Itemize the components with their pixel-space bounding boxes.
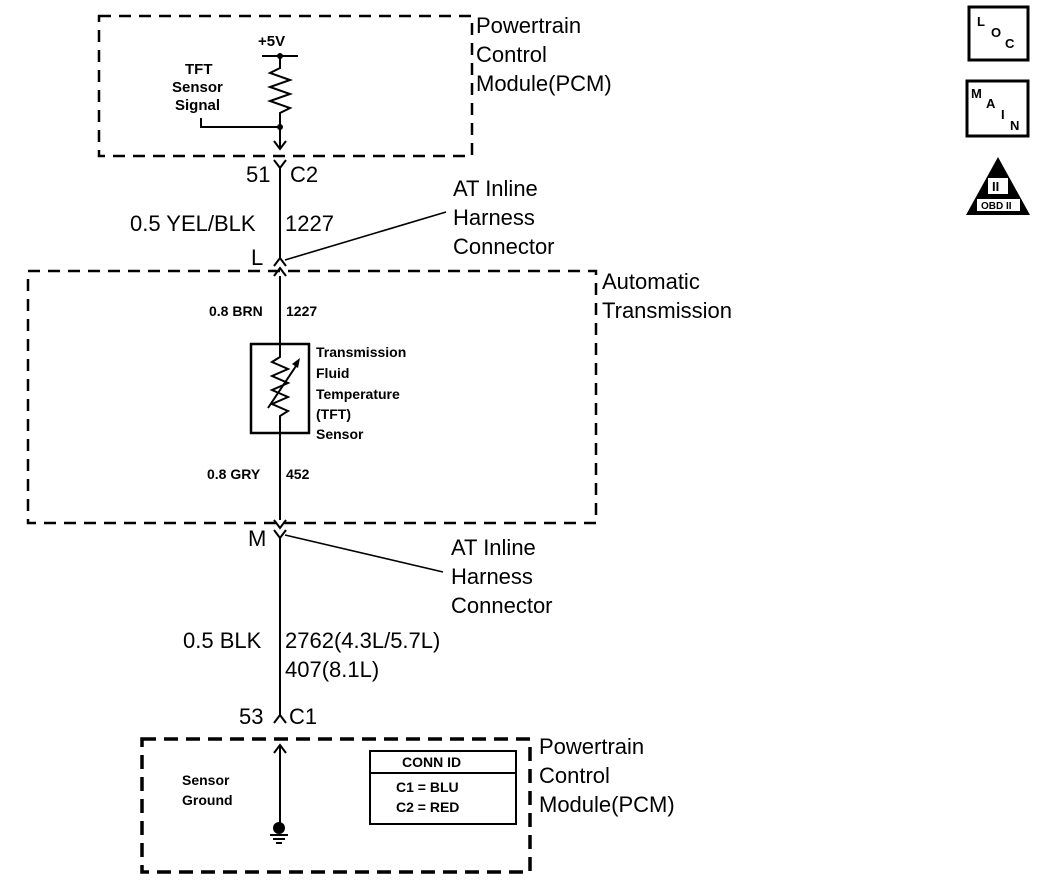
wire-top-circuit-label: 1227 xyxy=(285,211,334,236)
pcm-bottom-name-line3: Module(PCM) xyxy=(539,792,675,817)
c1-pin-number: 53 xyxy=(239,704,263,729)
conn-id-header: CONN ID xyxy=(402,754,461,770)
inline-connector-lower: M AT Inline Harness Connector xyxy=(248,519,553,618)
inline-upper-pin: L xyxy=(251,245,263,270)
wire-bottom-circuit-line1: 2762(4.3L/5.7L) xyxy=(285,628,440,653)
thermistor-arrowhead xyxy=(292,358,300,368)
signal-tap-line xyxy=(200,118,280,128)
obd-ii-label: OBD II xyxy=(981,201,1012,212)
automatic-transmission: Automatic Transmission 0.8 BRN 1227 Tran… xyxy=(26,269,732,525)
inline-connector-upper: L AT Inline Harness Connector xyxy=(251,176,555,277)
pcm-bottom-dashed-border xyxy=(140,737,532,874)
inline-upper-label-line2: Harness xyxy=(453,205,535,230)
inline-lower-label-line2: Harness xyxy=(451,564,533,589)
tft-signal-label-line2: Sensor xyxy=(172,79,223,96)
inline-lower-symbol-top xyxy=(273,519,287,530)
conn-id-row-c1: C1 = BLU xyxy=(396,779,459,795)
tft-sensor-label-line4: (TFT) xyxy=(316,406,351,422)
wire-gry-color-label: 0.8 GRY xyxy=(207,466,261,482)
pcm-bottom-name-line2: Control xyxy=(539,763,610,788)
c2-connector-symbol xyxy=(273,159,287,170)
conn-id-table xyxy=(369,750,517,825)
main-icon-letter-m: M xyxy=(971,86,982,101)
c2-pin-number: 51 xyxy=(246,162,270,187)
inline-lower-leader-line xyxy=(284,534,444,573)
obd-ii-roman-box xyxy=(988,178,1008,194)
conn-id-row-c2: C2 = RED xyxy=(396,799,459,815)
loc-icon-letter-c: C xyxy=(1005,36,1015,51)
pull-up-resistor-icon xyxy=(266,56,294,127)
pcm-top-name-line2: Control xyxy=(476,42,547,67)
connector-c2: 51 C2 xyxy=(246,159,318,187)
loc-icon-letter-l: L xyxy=(977,14,985,29)
c2-connector-id: C2 xyxy=(290,162,318,187)
inline-lower-pin: M xyxy=(248,526,266,551)
c1-connector-id: C1 xyxy=(289,704,317,729)
loc-icon-letter-o: O xyxy=(991,25,1001,40)
inline-lower-label-line1: AT Inline xyxy=(451,535,536,560)
obd-ii-icon: II OBD II xyxy=(966,157,1030,215)
inline-upper-label-line3: Connector xyxy=(453,234,555,259)
ground-arrow-head xyxy=(273,743,287,754)
loc-icon-frame xyxy=(967,5,1030,62)
inline-lower-label-line3: Connector xyxy=(451,593,553,618)
transmission-label-line2: Transmission xyxy=(602,298,732,323)
obd-ii-roman-numeral: II xyxy=(992,179,999,194)
inline-lower-symbol-bottom xyxy=(273,529,287,540)
wire-top-color-label: 0.5 YEL/BLK xyxy=(130,211,256,236)
thermistor-icon xyxy=(269,344,291,433)
wire-brn-circuit-label: 1227 xyxy=(286,303,317,319)
inline-upper-symbol-bottom xyxy=(273,266,287,277)
pcm-top-module: Powertrain Control Module(PCM) +5V TFT S… xyxy=(97,13,612,158)
tft-sensor-label-line2: Fluid xyxy=(316,365,349,381)
obd-ii-label-box xyxy=(977,199,1020,211)
c1-connector-symbol xyxy=(273,713,287,724)
main-icon: M A I N xyxy=(965,79,1030,138)
main-icon-frame xyxy=(965,79,1030,138)
wire-bottom-circuit-line2: 407(8.1L) xyxy=(285,657,379,682)
tft-signal-label-line1: TFT xyxy=(185,61,213,78)
ground-node xyxy=(273,822,285,834)
tft-sensor-label-line1: Transmission xyxy=(316,344,406,360)
wire-gry-circuit-label: 452 xyxy=(286,466,310,482)
pcm-top-dashed-border xyxy=(97,14,474,158)
transmission-dashed-border xyxy=(26,269,598,525)
pcm-bottom-module: Powertrain Control Module(PCM) Sensor Gr… xyxy=(140,734,675,874)
main-icon-letter-n: N xyxy=(1010,118,1019,133)
pcm-bottom-name-line1: Powertrain xyxy=(539,734,644,759)
wire-bottom-color-label: 0.5 BLK xyxy=(183,628,262,653)
thermistor-variable-arrow xyxy=(267,362,299,409)
tft-sensor-label-line5: Sensor xyxy=(316,426,364,442)
sensor-ground-label-line1: Sensor xyxy=(182,772,230,788)
transmission-label-line1: Automatic xyxy=(602,269,700,294)
pcm-top-name-line1: Powertrain xyxy=(476,13,581,38)
inline-upper-label-line1: AT Inline xyxy=(453,176,538,201)
main-icon-letter-i: I xyxy=(1001,107,1005,122)
connector-c1: 53 C1 xyxy=(239,704,317,729)
pcm-top-arrow-head xyxy=(273,140,287,151)
main-icon-letter-a: A xyxy=(986,96,996,111)
supply-voltage-label: +5V xyxy=(258,33,285,50)
inline-upper-leader-line xyxy=(284,211,447,261)
wire-brn-color-label: 0.8 BRN xyxy=(209,303,263,319)
pcm-top-name-line3: Module(PCM) xyxy=(476,71,612,96)
loc-icon: L O C xyxy=(967,5,1030,62)
tft-signal-label-line3: Signal xyxy=(175,97,220,114)
sensor-ground-label-line2: Ground xyxy=(182,792,233,808)
inline-upper-symbol-top xyxy=(273,256,287,267)
tft-sensor-label-line3: Temperature xyxy=(316,386,400,402)
